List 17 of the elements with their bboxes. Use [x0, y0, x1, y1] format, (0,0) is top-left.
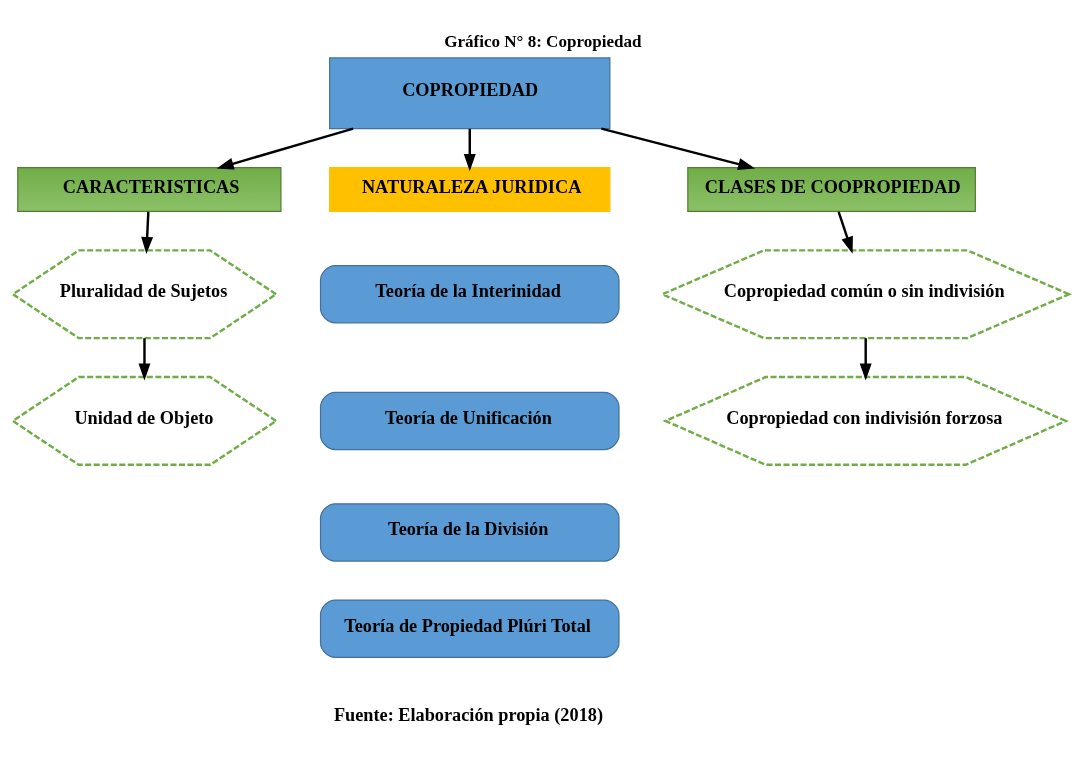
arrow [859, 337, 872, 381]
node-box: Teoría de la Interinidad [319, 264, 620, 323]
caption: Fuente: Elaboración propia (2018) [333, 704, 604, 725]
node-box: CARACTERISTICAS [17, 166, 282, 212]
node-box: NATURALEZA JURIDICA [329, 166, 611, 212]
arrow [141, 211, 154, 254]
arrow [216, 126, 354, 169]
node-box: Teoría de la División [319, 502, 620, 562]
arrow [138, 337, 151, 381]
arrow [601, 126, 756, 170]
node-box: Teoría de Unificación [319, 391, 620, 450]
arrow [463, 128, 476, 171]
node-box: COPROPIEDAD [329, 56, 611, 129]
node-box: Teoría de Propiedad Plúri Total [319, 598, 620, 658]
node-box: CLASES DE COOPROPIEDAD [687, 166, 976, 212]
arrow [837, 211, 853, 254]
diagram-title: Gráfico N° 8: Copropiedad [444, 31, 642, 51]
